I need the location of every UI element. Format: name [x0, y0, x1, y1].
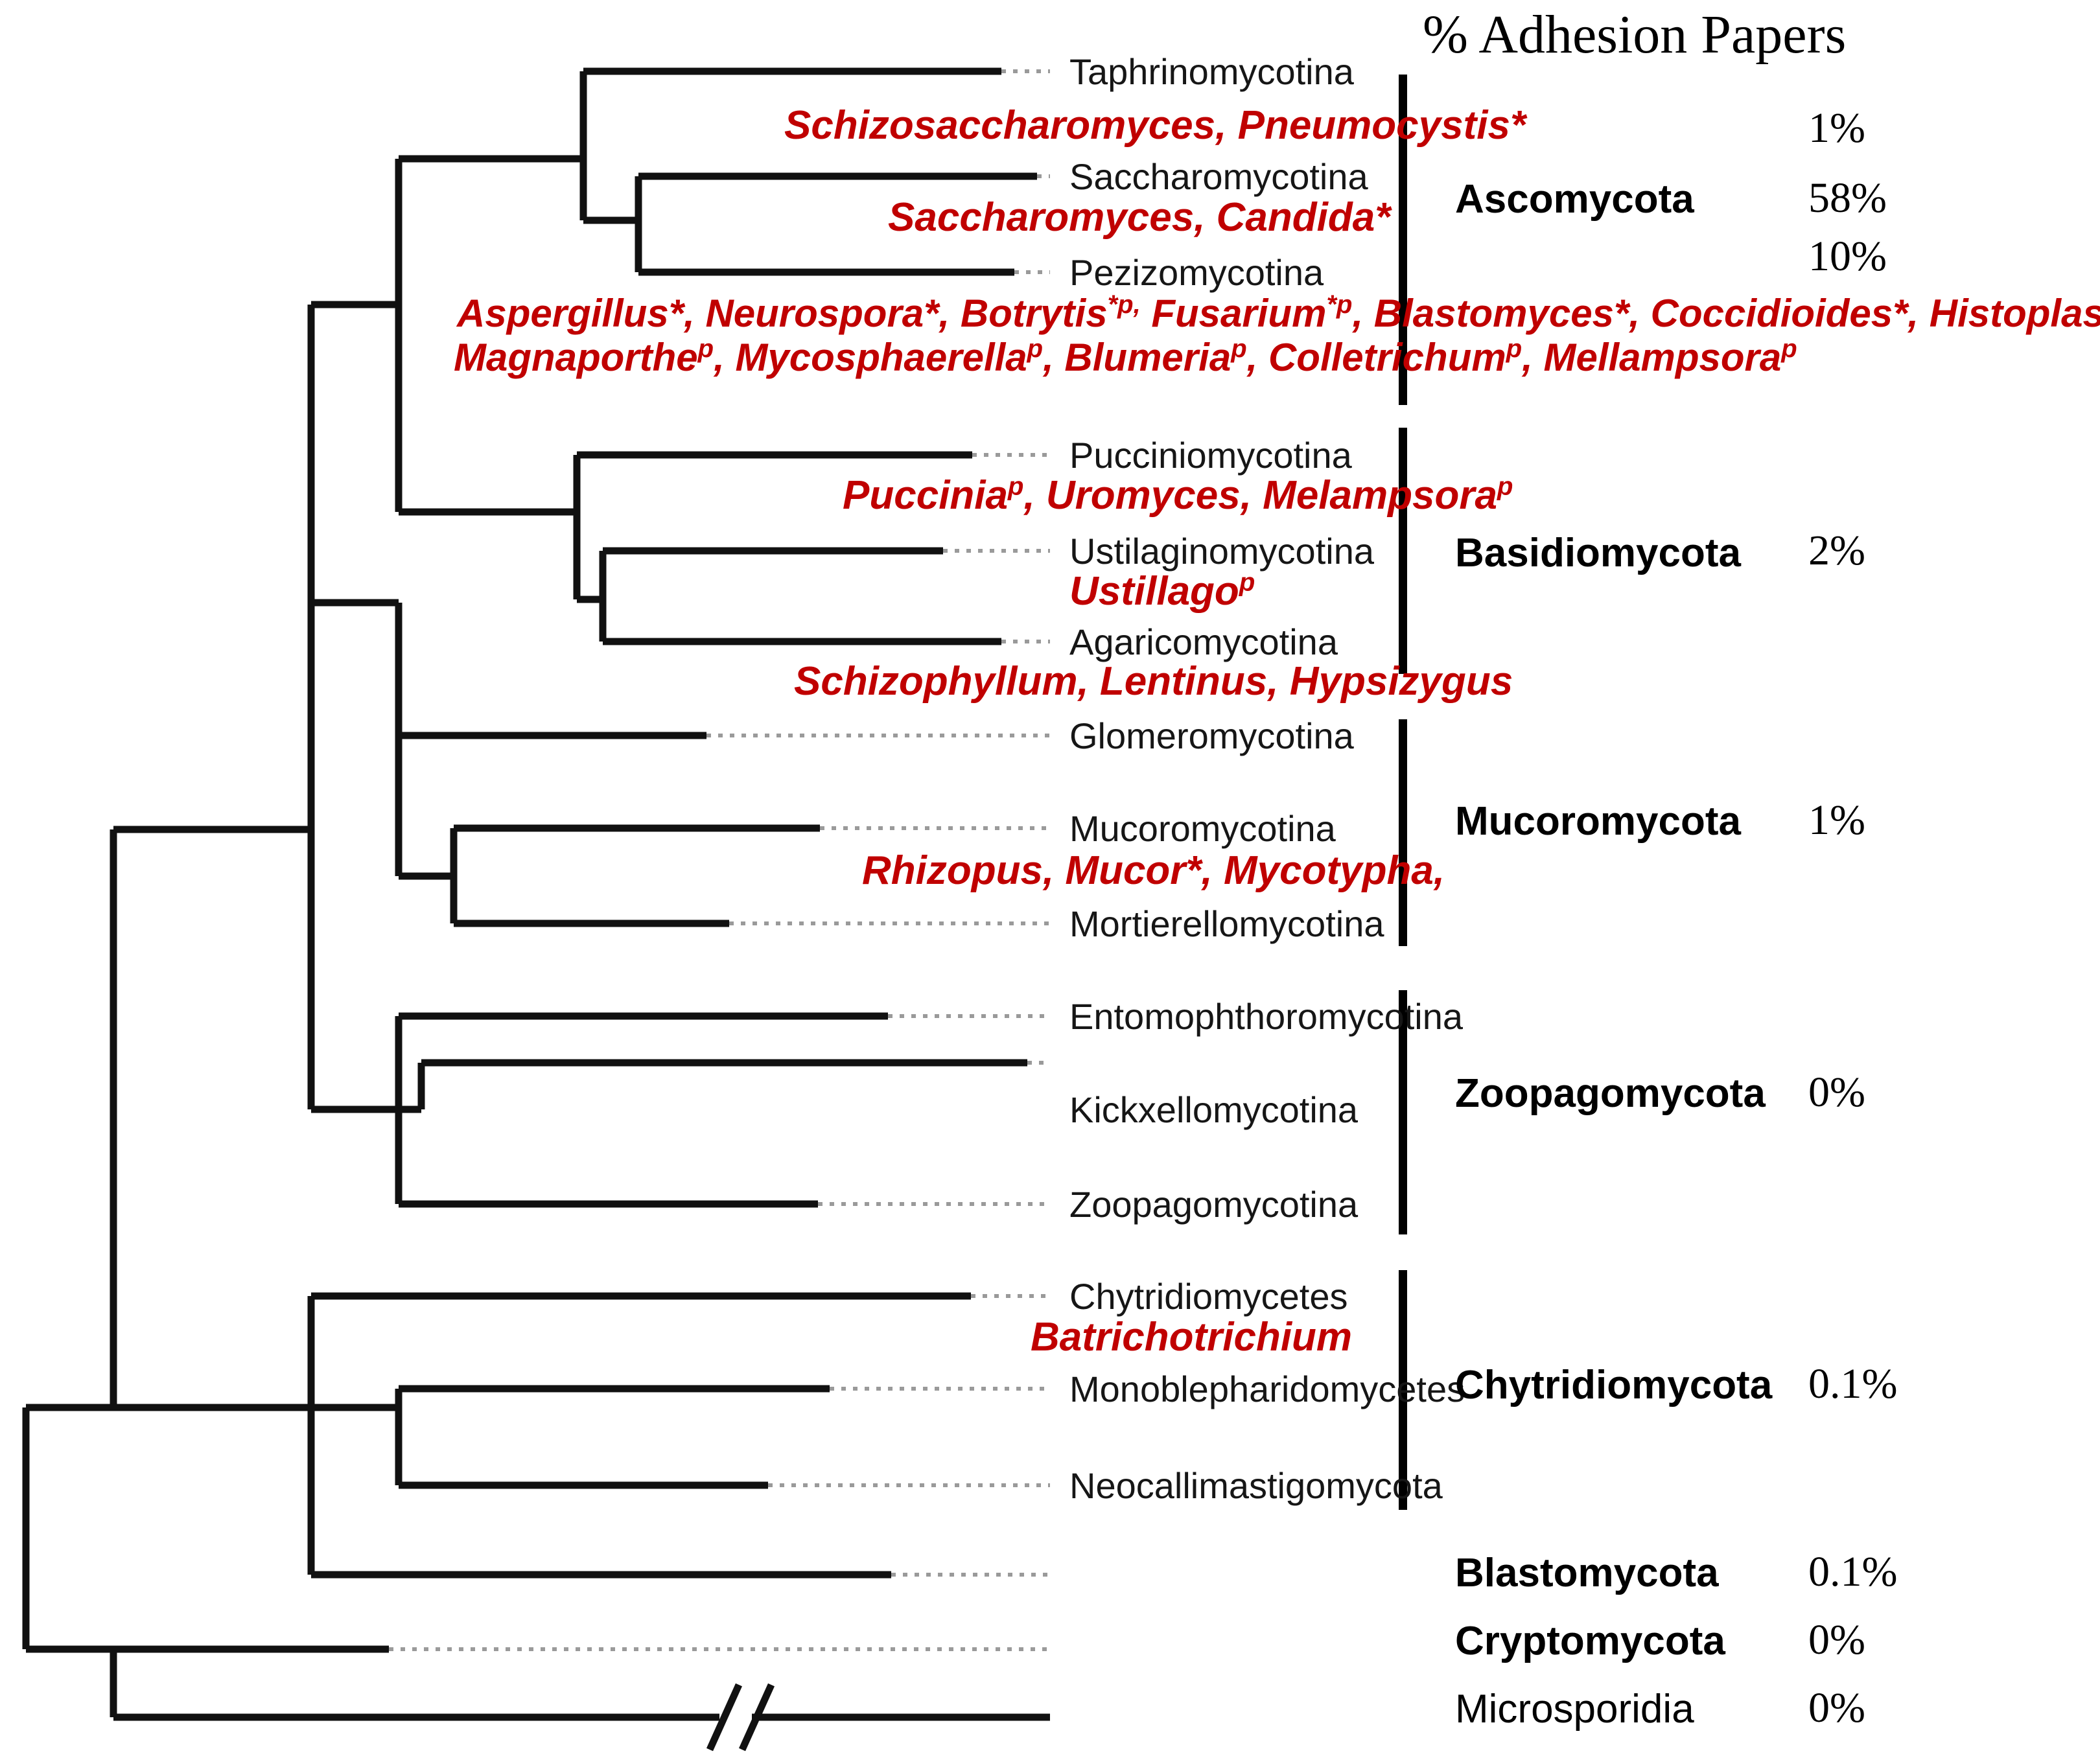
genera-text: Aspergillus*, Neurospora*, Botrytis*p, F… — [457, 290, 2100, 335]
percent-cryptomycota: 0% — [1808, 1616, 1865, 1663]
taxon-label-ustilaginomycotina: Ustilaginomycotina — [1069, 531, 1374, 572]
taxon-label-monoblepharidomycetes: Monoblepharidomycetes — [1069, 1369, 1465, 1409]
genera-text: Saccharomyces, Candida* — [888, 195, 1391, 240]
percent-ascomycota: 58% — [1808, 174, 1887, 222]
genera-pucciniomycotina: Pucciniap, Uromyces, Melampsorap — [843, 472, 1513, 518]
genera-agaricomycotina: Schizophyllum, Lentinus, Hypsizygus — [794, 658, 1513, 704]
genera-mucoromycotina: Rhizopus, Mucor*, Mycotypha, — [862, 848, 1445, 894]
genera-pezizomycotina-line1: Aspergillus*, Neurospora*, Botrytis*p, F… — [457, 290, 2100, 336]
genera-text: Magnaporthep, Mycosphaerellap, Blumeriap… — [454, 334, 1797, 379]
phylum-label-blastomycota: Blastomycota — [1455, 1551, 1719, 1595]
phylum-label-chytridiomycota: Chytridiomycota — [1455, 1363, 1773, 1407]
genera-ustilaginomycotina: Ustillagop — [1069, 568, 1255, 614]
percent-taphrinomycotina: 1% — [1808, 104, 1865, 152]
percent-zoopagomycota: 0% — [1808, 1069, 1865, 1116]
group-bar-mucoromycota — [1399, 719, 1407, 946]
phylum-label-zoopagomycota: Zoopagomycota — [1455, 1071, 1766, 1116]
taxon-label-glomeromycotina: Glomeromycotina — [1069, 715, 1354, 756]
phylum-label-basidiomycota: Basidiomycota — [1455, 531, 1742, 575]
group-bar-chytridiomycota — [1399, 1270, 1407, 1510]
genera-text: Pucciniap, Uromyces, Melampsorap — [843, 472, 1513, 518]
group-bar-basidiomycota — [1399, 428, 1407, 674]
taxon-label-entomophthoromycotina: Entomophthoromycotina — [1069, 996, 1464, 1037]
genera-text: Ustillagop — [1069, 568, 1255, 614]
taxon-label-pezizomycotina: Pezizomycotina — [1069, 252, 1324, 293]
taxon-label-chytridiomycetes: Chytridiomycetes — [1069, 1276, 1348, 1317]
genera-chytridiomycetes: Batrichotrichium — [1031, 1314, 1352, 1360]
group-bar-zoopagomycota — [1399, 990, 1407, 1234]
percent-mucoromycota: 1% — [1808, 796, 1865, 844]
taxon-label-zoopagomycotina: Zoopagomycotina — [1069, 1184, 1359, 1225]
percent-pezizomycotina: 10% — [1808, 233, 1887, 280]
group-bar-ascomycota — [1399, 75, 1407, 405]
genera-saccharomycotina: Saccharomyces, Candida* — [888, 194, 1390, 240]
percent-blastomycota: 0.1% — [1808, 1548, 1898, 1595]
genera-pezizomycotina-line2: Magnaporthep, Mycosphaerellap, Blumeriap… — [454, 334, 1797, 380]
genera-text: Batrichotrichium — [1031, 1315, 1353, 1360]
branch-break-marks — [706, 1683, 775, 1752]
phylum-label-cryptomycota: Cryptomycota — [1455, 1619, 1725, 1663]
genera-text: Rhizopus, Mucor*, Mycotypha, — [862, 848, 1445, 893]
taxon-label-saccharomycotina: Saccharomycotina — [1069, 156, 1368, 197]
genera-taphrinomycotina: Schizosaccharomyces, Pneumocystis* — [784, 102, 1526, 148]
phylum-label-microsporidia: Microsporidia — [1455, 1687, 1694, 1731]
taxon-label-taphrinomycotina: Taphrinomycotina — [1069, 51, 1354, 92]
taxon-label-pucciniomycotina: Pucciniomycotina — [1069, 435, 1352, 476]
phylum-label-ascomycota: Ascomycota — [1455, 177, 1694, 222]
percent-basidiomycota: 2% — [1808, 527, 1865, 574]
taxon-label-mortierellomycotina: Mortierellomycotina — [1069, 903, 1384, 944]
percent-microsporidia: 0% — [1808, 1684, 1865, 1731]
genera-text: Schizophyllum, Lentinus, Hypsizygus — [794, 659, 1513, 704]
taxon-label-neocallimastigomycota: Neocallimastigomycota — [1069, 1465, 1443, 1506]
genera-text: Schizosaccharomyces, Pneumocystis* — [784, 103, 1526, 148]
percent-chytridiomycota: 0.1% — [1808, 1360, 1898, 1407]
taxon-label-mucoromycotina: Mucoromycotina — [1069, 808, 1336, 849]
taxon-label-agaricomycotina: Agaricomycotina — [1069, 621, 1338, 662]
phylum-label-mucoromycota: Mucoromycota — [1455, 799, 1741, 844]
taxon-label-kickxellomycotina: Kickxellomycotina — [1069, 1089, 1359, 1130]
page-title: % Adhesion Papers — [1423, 5, 1847, 65]
